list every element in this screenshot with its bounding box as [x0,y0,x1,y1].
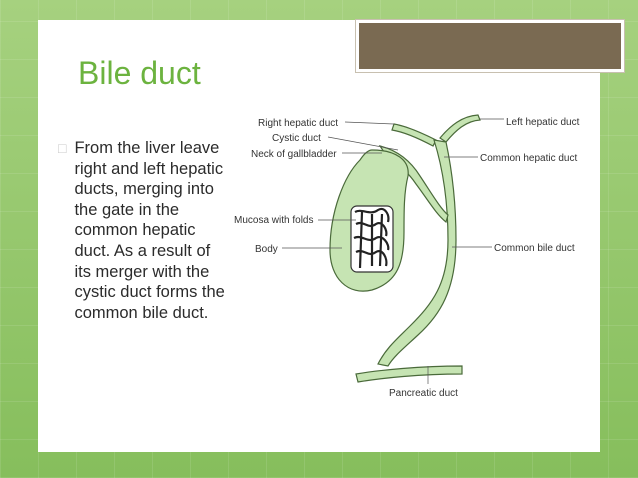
common-bile-duct-shape [377,139,457,367]
pancreatic-duct-shape [355,365,463,383]
mucosa-folds [350,205,394,273]
bullet-text: From the liver leave right and left hepa… [74,139,225,322]
bullet-icon: □ [58,140,67,156]
label-neck-of-gallbladder: Neck of gallbladder [251,149,337,160]
label-right-hepatic-duct: Right hepatic duct [258,118,338,129]
label-body: Body [255,244,278,255]
slide-title: Bile duct [78,55,201,91]
slide-canvas [38,19,625,452]
decorative-header-bar [355,19,625,73]
bullet-item: □ From the liver leave right and left he… [58,138,228,323]
label-cystic-duct: Cystic duct [272,133,321,144]
label-pancreatic-duct: Pancreatic duct [389,388,458,399]
left-hepatic-duct-shape [439,114,481,143]
label-common-hepatic-duct: Common hepatic duct [480,153,577,164]
right-hepatic-duct-shape [391,123,437,147]
label-common-bile-duct: Common bile duct [494,243,575,254]
label-left-hepatic-duct: Left hepatic duct [506,117,580,128]
leader-lines [282,118,504,384]
label-mucosa-with-folds: Mucosa with folds [234,215,313,226]
